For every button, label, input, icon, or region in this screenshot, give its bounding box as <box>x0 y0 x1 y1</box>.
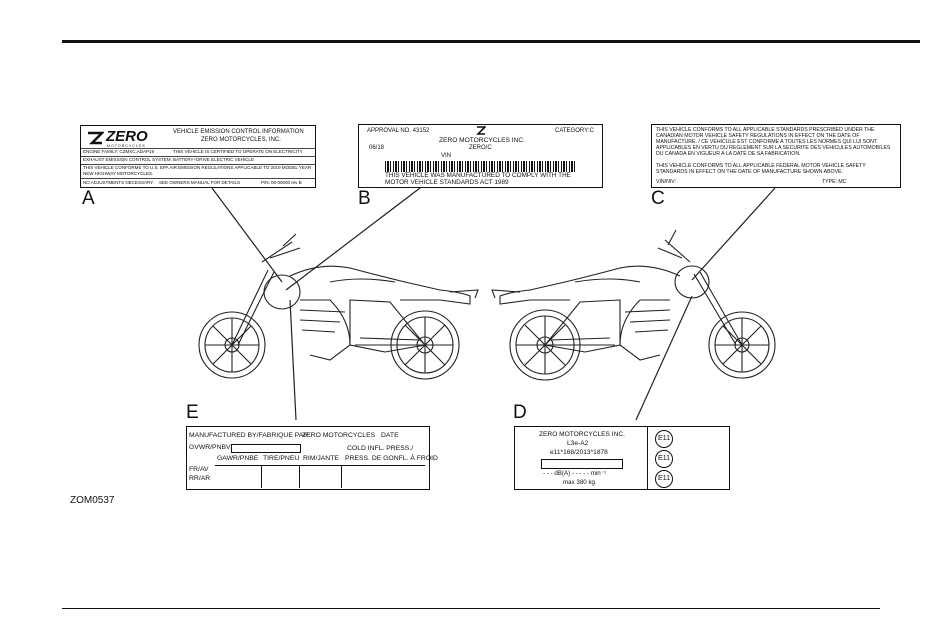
label-a-emission: ZERO MOTORCYCLES VEHICLE EMISSION CONTRO… <box>80 125 316 188</box>
vin-label: VIN/NIV: <box>656 179 676 185</box>
e-mark-icon: E11 <box>655 470 673 488</box>
brand-name: ZERO <box>106 128 148 145</box>
engine-family: ENGINE FAMILY: CZMXC.ADAP19 <box>83 149 155 154</box>
manufactured-by: MANUFACTURED BY/FABRIQUE PAR: <box>189 432 311 439</box>
approval-number: e11*168/2013*1878 <box>550 449 608 456</box>
canada-statement: THIS VEHICLE CONFORMS TO ALL APPLICABLE … <box>656 127 891 158</box>
zero-logo: ZERO MOTORCYCLES <box>84 128 164 149</box>
electricity-note: THIS VEHICLE IS CERTIFIED TO OPERATE ON … <box>173 149 303 154</box>
emission-title: VEHICLE EMISSION CONTROL INFORMATION <box>173 129 304 135</box>
vin-field <box>541 459 623 469</box>
tire-table <box>215 465 425 488</box>
vin-label: VIN <box>441 153 452 159</box>
left-motorcycle <box>198 233 479 380</box>
part-number: P/N: 00-00000 rev B <box>261 180 302 185</box>
gawr-column: GAWR/PNBE <box>217 455 259 462</box>
label-e-tire: MANUFACTURED BY/FABRIQUE PAR: ZERO MOTOR… <box>186 426 438 490</box>
manual-note: SEE OWNERS MANUAL FOR DETAILS <box>159 180 240 185</box>
callout-letter-a: A <box>82 188 95 209</box>
rim-column: RIM/JANTE <box>303 455 339 462</box>
model: ZERO/C <box>469 145 492 151</box>
label-c-canada: THIS VEHICLE CONFORMS TO ALL APPLICABLE … <box>651 124 901 188</box>
adjustments-note: NO ADJUSTMENTS NECESSARY. <box>83 180 154 185</box>
e-mark-icon: E11 <box>655 430 673 448</box>
max-mass: max 380 kg <box>563 479 595 486</box>
emission-company: ZERO MOTORCYCLES, INC. <box>201 137 281 143</box>
callout-letter-b: B <box>358 188 371 209</box>
brand-subtitle: MOTORCYCLES <box>107 144 146 148</box>
callout-letter-c: C <box>651 188 665 209</box>
maker-name: ZERO MOTORCYCLES <box>302 432 376 439</box>
compliance-statement: THIS VEHICLE WAS MANUFACTURED TO COMPLY … <box>385 172 571 187</box>
exhaust-system: EXHAUST EMISSION CONTROL SYSTEM: BATTERY… <box>83 157 254 162</box>
vin-barcode <box>385 161 577 172</box>
pressure-column: PRESS. DE GONFL. À FROID <box>345 455 438 462</box>
cold-pressure-label: COLD INFL. PRESS./ <box>347 445 414 452</box>
header-rule <box>62 40 920 43</box>
label-d-eu: ZERO MOTORCYCLES INC. L3e-A2 e11*168/201… <box>514 426 730 490</box>
gvwr-label: GVWR/PNBV: <box>189 444 233 451</box>
front-row-label: FR/AV <box>189 466 209 473</box>
epa-statement: THIS VEHICLE CONFORMS TO U.S. EPA AIR EM… <box>83 165 312 176</box>
company-name: ZERO MOTORCYCLES INC. <box>539 431 625 438</box>
category: CATEGORY:C <box>555 128 594 134</box>
callout-letter-d: D <box>513 402 527 423</box>
fmvss-statement: THIS VEHICLE CONFORMS TO ALL APPLICABLE … <box>656 163 866 176</box>
e-mark-icon: E11 <box>655 450 673 468</box>
right-motorcycle <box>491 229 776 381</box>
callout-letter-e: E <box>186 402 199 423</box>
gvwr-field <box>231 444 301 453</box>
leader-lines <box>211 187 776 421</box>
date-label: DATE <box>381 432 399 439</box>
noise-level: - - - dB(A) - - - - - min⁻¹ <box>543 470 607 477</box>
approval-number: APPROVAL NO. 43152 <box>367 128 430 134</box>
tire-column: TIRE/PNEU <box>263 455 300 462</box>
rear-row-label: RR/AR <box>189 475 211 482</box>
figure-code: ZOM0537 <box>70 495 115 506</box>
manufacture-date: 06/18 <box>369 145 385 151</box>
label-b-compliance: APPROVAL NO. 43152 CATEGORY:C ZERO MOTOR… <box>358 124 603 188</box>
footer-rule <box>62 608 880 609</box>
company-name: ZERO MOTORCYCLES INC. <box>439 137 525 144</box>
vehicle-type: TYPE: MC <box>822 179 847 185</box>
vehicle-category: L3e-A2 <box>567 440 589 447</box>
zero-icon <box>476 126 486 135</box>
zero-logo-icon <box>88 131 104 145</box>
